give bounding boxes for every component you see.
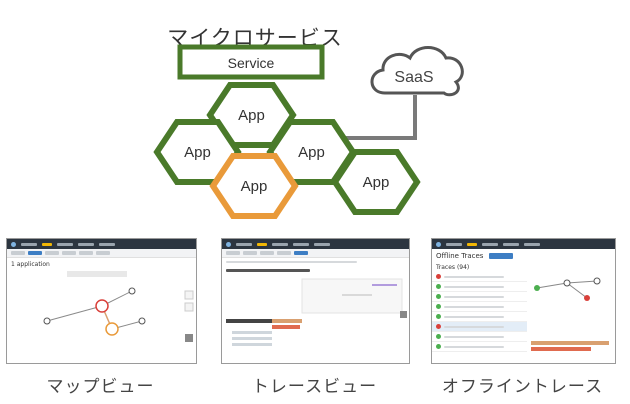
offline-traces-screenshot: Offline Traces Traces (94): [431, 238, 616, 364]
connector-app-saas: [345, 95, 417, 140]
map-view-filterbar: [7, 249, 196, 258]
map-view-graph: [43, 271, 194, 342]
service-label: Service: [228, 55, 275, 71]
trace-row[interactable]: [432, 302, 527, 312]
trace-view-screenshot: [221, 238, 410, 364]
map-view-app-count: 1 application: [11, 261, 50, 268]
app-label-highlighted: App: [241, 178, 268, 195]
trace-row[interactable]: [432, 312, 527, 322]
app-label-left: App: [184, 144, 211, 161]
trace-row-selected[interactable]: [432, 322, 527, 332]
offline-traces-navbar: [432, 239, 615, 249]
trace-view-timeline: [226, 278, 407, 346]
map-view-navbar: [7, 239, 196, 249]
trace-row[interactable]: [432, 332, 527, 342]
saas-cloud-icon: [370, 46, 464, 97]
offline-traces-caption: オフライントレース: [441, 377, 604, 397]
map-view-caption: マップビュー: [46, 377, 155, 397]
app-label-top: App: [238, 107, 265, 124]
trace-view-navbar: [222, 239, 409, 249]
trace-row[interactable]: [432, 282, 527, 292]
service-box: [177, 44, 325, 80]
app-hexagon-highlighted: [209, 153, 299, 219]
trace-view-caption: トレースビュー: [251, 377, 378, 397]
microservices-diagram: Service SaaS App App App App App: [153, 44, 464, 219]
app-label-far-right: App: [363, 174, 390, 191]
offline-traces-list: Traces (94): [432, 263, 527, 363]
offline-traces-service-map: [531, 277, 609, 351]
saas-label: SaaS: [394, 69, 433, 86]
trace-view-filterbar: [222, 249, 409, 258]
app-hexagon-far-right: [331, 149, 421, 215]
trace-row[interactable]: [432, 272, 527, 282]
offline-traces-button[interactable]: [489, 253, 514, 259]
trace-row[interactable]: [432, 342, 527, 352]
app-label-right: App: [298, 144, 325, 161]
offline-traces-count: Traces (94): [436, 264, 470, 271]
trace-row[interactable]: [432, 292, 527, 302]
offline-traces-title: Offline Traces: [436, 252, 484, 260]
map-view-screenshot: 1 application: [6, 238, 197, 364]
offline-traces-header: Offline Traces: [432, 249, 615, 263]
